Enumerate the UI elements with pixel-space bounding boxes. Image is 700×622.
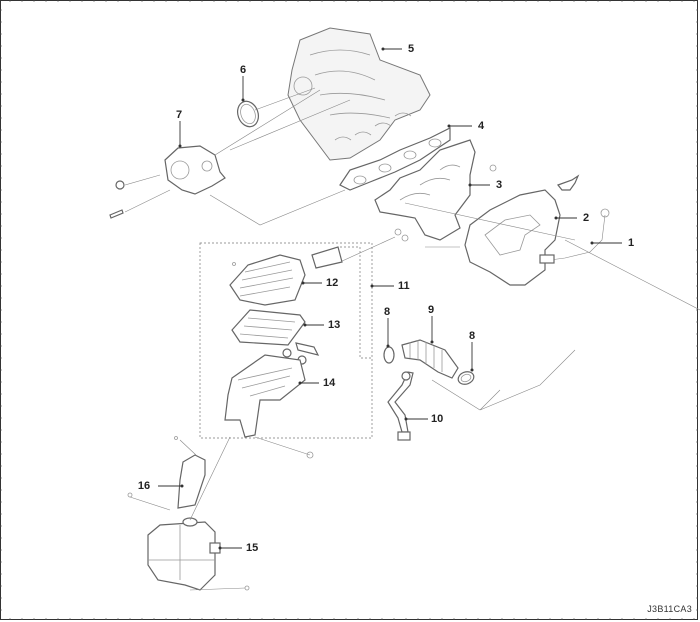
intake-manifold xyxy=(287,27,431,161)
callout-label: 15 xyxy=(246,542,258,554)
callout-label: 10 xyxy=(431,413,443,425)
callout-5: 5 xyxy=(381,43,414,55)
callout-3: 3 xyxy=(468,179,502,191)
callout-14: 14 xyxy=(298,377,336,389)
callout-label: 12 xyxy=(326,277,338,289)
leader-arrow-icon xyxy=(590,241,594,245)
throttle-body xyxy=(109,145,226,219)
leader-arrow-icon xyxy=(180,484,184,488)
hose-clamp-left xyxy=(383,346,395,364)
resonator-duct xyxy=(127,436,206,511)
callout-8a: 8 xyxy=(384,306,390,348)
leader-arrow-icon xyxy=(430,340,434,344)
figure-code: J3B11CA3 xyxy=(647,604,692,614)
air-cleaner-lower-housing xyxy=(224,354,306,438)
leader-arrow-icon xyxy=(370,284,374,288)
leader-arrow-icon xyxy=(298,381,302,385)
leader-arrow-icon xyxy=(178,144,182,148)
callout-label: 11 xyxy=(398,280,410,292)
leader-arrow-icon xyxy=(447,124,451,128)
callout-6: 6 xyxy=(240,64,246,102)
callout-13: 13 xyxy=(303,319,340,331)
leader-arrow-icon xyxy=(381,47,385,51)
oxygen-sensor xyxy=(539,208,610,264)
callout-label: 7 xyxy=(176,109,182,121)
leader-arrow-icon xyxy=(303,323,307,327)
callout-label: 14 xyxy=(323,377,336,389)
throttle-body-gasket xyxy=(237,100,259,128)
callout-label: 13 xyxy=(328,319,340,331)
callout-12: 12 xyxy=(301,277,338,289)
exhaust-manifold-heat-shield xyxy=(464,174,580,286)
callout-label: 8 xyxy=(469,330,475,342)
assembly-lines xyxy=(124,87,700,411)
callout-9: 9 xyxy=(428,304,434,344)
callout-label: 5 xyxy=(408,43,414,55)
dashed-connections xyxy=(189,436,314,521)
leader-arrow-icon xyxy=(554,216,558,220)
hose-clamp-right xyxy=(457,371,475,385)
callout-11: 11 xyxy=(370,280,410,292)
callout-10: 10 xyxy=(404,413,443,425)
callout-1: 1 xyxy=(590,237,634,249)
leader-arrow-icon xyxy=(468,183,472,187)
callout-4: 4 xyxy=(447,120,485,132)
callout-15: 15 xyxy=(218,542,258,554)
leader-arrow-icon xyxy=(404,417,408,421)
callout-7: 7 xyxy=(176,109,182,148)
callout-8b: 8 xyxy=(469,330,475,372)
air-cleaner-upper-housing xyxy=(229,246,343,306)
leader-arrow-icon xyxy=(301,281,305,285)
air-cleaner-assembly xyxy=(199,242,373,439)
leader-arrow-icon xyxy=(241,98,245,102)
callout-16: 16 xyxy=(138,480,184,492)
callout-label: 3 xyxy=(496,179,502,191)
leader-arrow-icon xyxy=(386,344,390,348)
callout-label: 2 xyxy=(583,212,589,224)
callout-label: 8 xyxy=(384,306,390,318)
callout-label: 4 xyxy=(478,120,485,132)
breather-hose xyxy=(387,371,414,441)
exhaust-manifold-gasket xyxy=(339,127,451,191)
resonator xyxy=(147,517,250,591)
air-intake-hose xyxy=(401,339,459,379)
callout-2: 2 xyxy=(554,212,589,224)
callout-label: 6 xyxy=(240,64,246,76)
callout-label: 9 xyxy=(428,304,434,316)
callout-label: 16 xyxy=(138,480,150,492)
leader-arrow-icon xyxy=(218,546,222,550)
callout-label: 1 xyxy=(628,237,634,249)
air-filter-element xyxy=(231,309,306,346)
leader-arrow-icon xyxy=(470,368,474,372)
